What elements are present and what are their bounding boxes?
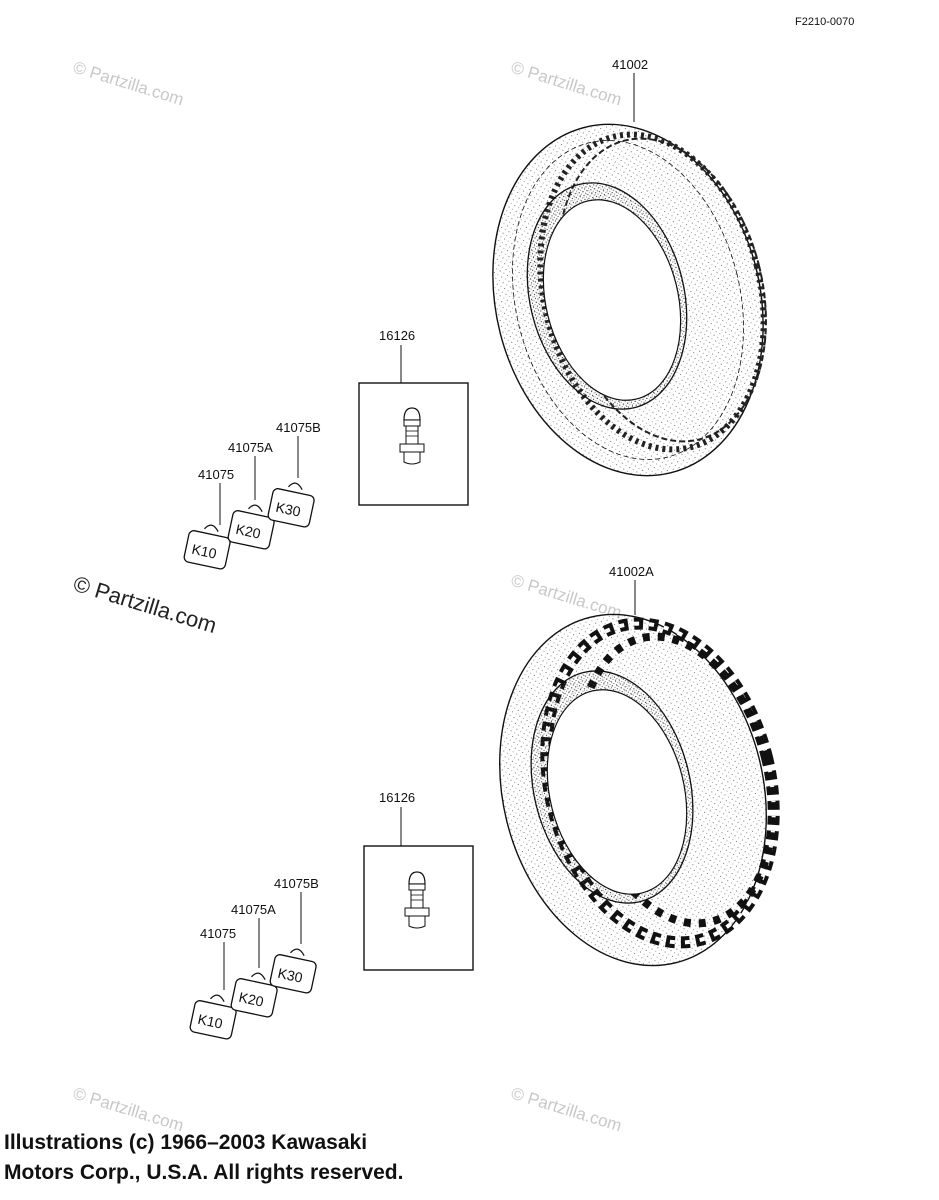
valve-stem-icon xyxy=(399,407,425,465)
tire-rear xyxy=(499,613,780,967)
watermark: © Partzilla.com xyxy=(71,571,220,638)
part-number-tire-rear[interactable]: 41002A xyxy=(609,564,654,579)
watermark: © Partzilla.com xyxy=(509,1084,624,1136)
watermark: © Partzilla.com xyxy=(71,58,186,110)
part-number-weight-b-top[interactable]: 41075A xyxy=(228,440,273,455)
part-number-valve-top[interactable]: 16126 xyxy=(379,328,415,343)
weight-mark: K10 xyxy=(196,1011,224,1032)
balance-weights-bottom: K10 K20 K30 xyxy=(189,948,317,1040)
valve-box-bottom xyxy=(363,845,474,971)
balance-weight-icon: K10 xyxy=(189,994,237,1040)
part-number-tire-front[interactable]: 41002 xyxy=(612,57,648,72)
balance-weight-icon: K10 xyxy=(183,524,231,570)
part-number-weight-c-bottom[interactable]: 41075B xyxy=(274,876,319,891)
valve-box-top xyxy=(358,382,469,506)
balance-weight-icon: K30 xyxy=(269,948,317,994)
watermark: © Partzilla.com xyxy=(509,58,624,110)
tire-front xyxy=(492,123,767,477)
part-number-valve-bottom[interactable]: 16126 xyxy=(379,790,415,805)
part-labels: 41002 41002A 16126 16126 41075 41075A 41… xyxy=(198,57,654,941)
weight-mark: K30 xyxy=(274,499,302,520)
weight-mark: K30 xyxy=(276,965,304,986)
part-number-weight-b-bottom[interactable]: 41075A xyxy=(231,902,276,917)
valve-stem-icon xyxy=(404,871,430,929)
balance-weight-icon: K30 xyxy=(267,482,315,528)
weight-mark: K10 xyxy=(190,541,218,562)
balance-weight-icon: K20 xyxy=(230,972,278,1018)
copyright-line-2: Motors Corp., U.S.A. All rights reserved… xyxy=(4,1161,404,1184)
balance-weights-top: K10 K20 K30 xyxy=(183,482,315,570)
weight-mark: K20 xyxy=(234,521,262,542)
part-number-weight-a-bottom[interactable]: 41075 xyxy=(200,926,236,941)
leader-lines xyxy=(219,73,636,990)
copyright-notice: Illustrations (c) 1966–2003 Kawasaki Mot… xyxy=(4,1128,403,1188)
weight-mark: K20 xyxy=(237,989,265,1010)
part-number-weight-a-top[interactable]: 41075 xyxy=(198,467,234,482)
copyright-line-1: Illustrations (c) 1966–2003 Kawasaki xyxy=(4,1131,368,1154)
balance-weight-icon: K20 xyxy=(227,504,275,550)
figure-code: F2210-0070 xyxy=(795,16,855,28)
part-number-weight-c-top[interactable]: 41075B xyxy=(276,420,321,435)
